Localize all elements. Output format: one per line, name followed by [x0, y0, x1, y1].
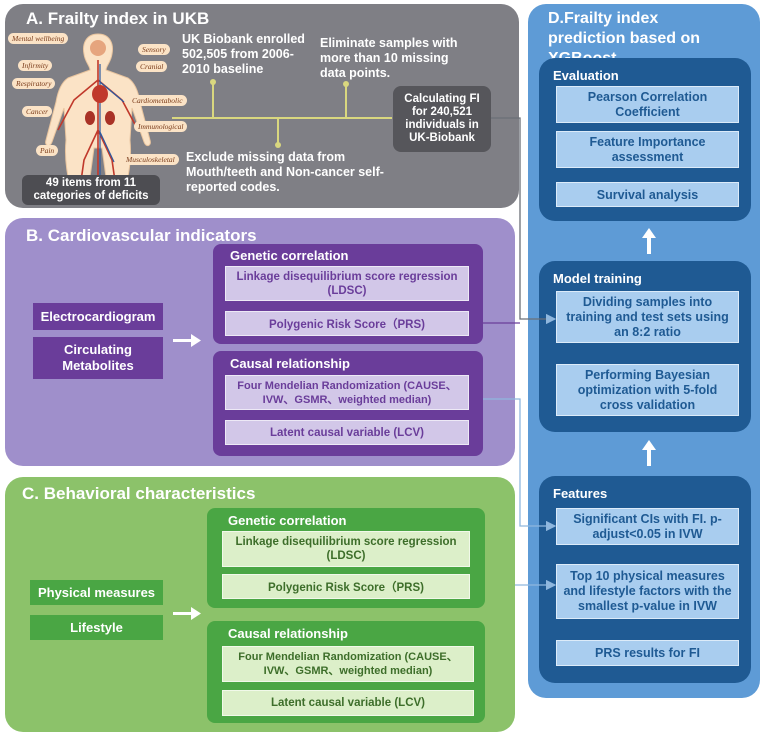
b-to-significant-connector	[483, 398, 557, 532]
category-label: Sensory	[138, 44, 170, 55]
panel-a-title: A. Frailty index in UKB	[26, 9, 210, 28]
c-prs-box: Polygenic Risk Score（PRS)	[222, 574, 470, 599]
evaluation-title: Evaluation	[553, 68, 619, 83]
top10-box: Top 10 physical measures and lifestyle f…	[556, 564, 739, 619]
features-title: Features	[553, 486, 608, 501]
feature-importance-box: Feature Importance assessment	[556, 131, 739, 168]
ecg-box: Electrocardiogram	[33, 303, 163, 330]
b-genetic-title: Genetic correlation	[230, 248, 349, 263]
category-label: Infirmity	[18, 60, 53, 71]
category-label: Musculoskeletal	[122, 154, 179, 165]
b-causal-title: Causal relationship	[230, 356, 350, 371]
b-mr-box: Four Mendelian Randomization (CAUSE、IVW、…	[225, 375, 469, 410]
category-label: Respiratory	[12, 78, 56, 89]
survival-box: Survival analysis	[556, 182, 739, 207]
items-badge: 49 items from 11 categories of deficits	[22, 175, 160, 205]
b-ldsc-box: Linkage disequilibrium score regression …	[225, 266, 469, 301]
category-label: Cancer	[22, 106, 53, 117]
c-ldsc-box: Linkage disequilibrium score regression …	[222, 531, 470, 567]
metabolites-box: Circulating Metabolites	[33, 337, 163, 379]
b-arrow	[173, 334, 201, 347]
calculating-fi-box: Calculating FI for 240,521 individuals i…	[393, 86, 491, 152]
training-title: Model training	[553, 271, 642, 286]
physical-measures-box: Physical measures	[30, 580, 163, 605]
a-to-training-connector	[491, 117, 557, 325]
c-genetic-title: Genetic correlation	[228, 513, 347, 528]
c-arrow	[173, 607, 201, 620]
category-label: Pain	[36, 145, 59, 156]
exclude-text: Exclude missing data from Mouth/teeth an…	[186, 150, 384, 194]
prs-fi-box: PRS results for FI	[556, 640, 739, 666]
c-causal-title: Causal relationship	[228, 626, 348, 641]
lifestyle-box: Lifestyle	[30, 615, 163, 640]
c-lcv-box: Latent causal variable (LCV)	[222, 690, 474, 716]
c-mr-box: Four Mendelian Randomization (CAUSE、IVW、…	[222, 646, 474, 682]
dividing-box: Dividing samples into training and test …	[556, 291, 739, 343]
significant-cis-box: Significant CIs with FI. p-adjust<0.05 i…	[556, 508, 739, 545]
category-label: Cardiometabolic	[128, 95, 187, 106]
panel-b-title: B. Cardiovascular indicators	[26, 226, 257, 245]
features-to-training-arrow	[642, 440, 656, 466]
bayesian-box: Performing Bayesian optimization with 5-…	[556, 364, 739, 416]
b-lcv-box: Latent causal variable (LCV)	[225, 420, 469, 445]
enrolled-text: UK Biobank enrolled 502,505 from 2006-20…	[182, 32, 305, 76]
category-label: Immunological	[134, 121, 188, 132]
training-to-evaluation-arrow	[642, 228, 656, 254]
panel-c-title: C. Behavioral characteristics	[22, 484, 256, 503]
category-label: Mental wellbeing	[8, 33, 69, 44]
category-label: Cranial	[136, 61, 168, 72]
eliminate-text: Eliminate samples with more than 10 miss…	[320, 36, 458, 80]
b-prs-box: Polygenic Risk Score（PRS)	[225, 311, 469, 336]
pearson-box: Pearson Correlation Coefficient	[556, 86, 739, 123]
human-body-illustration	[45, 33, 151, 193]
